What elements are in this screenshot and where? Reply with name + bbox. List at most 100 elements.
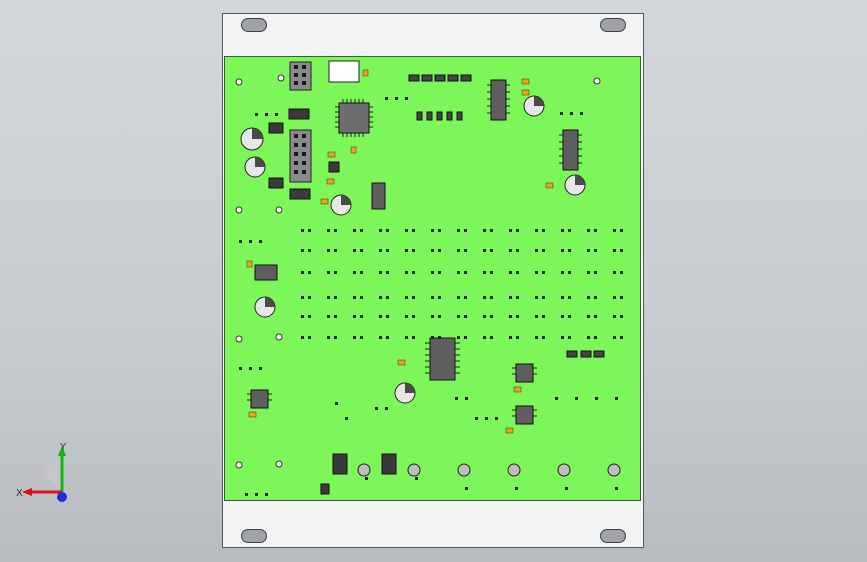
- smd-pad: [464, 249, 467, 252]
- smd-pad: [587, 296, 590, 299]
- smd-pad: [594, 249, 597, 252]
- mounting-slot-bottom-left: [241, 529, 267, 543]
- smd-pad: [379, 336, 382, 339]
- smd-pad: [587, 271, 590, 274]
- smd-pad: [561, 249, 564, 252]
- smd-pad: [568, 296, 571, 299]
- smd-pad: [542, 315, 545, 318]
- smd-pad: [615, 487, 618, 490]
- smd-pad: [334, 229, 337, 232]
- smd-pad: [560, 112, 563, 115]
- smd-pad: [561, 271, 564, 274]
- smd-pad: [334, 315, 337, 318]
- smd-pad: [587, 249, 590, 252]
- smd-pad: [587, 229, 590, 232]
- smd-pad: [334, 271, 337, 274]
- smd-pad: [431, 296, 434, 299]
- smd-pad: [594, 315, 597, 318]
- smd-pad: [535, 315, 538, 318]
- x-axis-label: X: [16, 488, 23, 499]
- smd-pad: [255, 113, 258, 116]
- smd-pad: [365, 477, 368, 480]
- smd-pad: [509, 296, 512, 299]
- smd-pad: [386, 249, 389, 252]
- smd-pad: [405, 296, 408, 299]
- smd-pad: [360, 315, 363, 318]
- coordinate-triad: Y X: [16, 442, 67, 502]
- smd-pad: [457, 249, 460, 252]
- smd-pad: [464, 315, 467, 318]
- mounting-slot-bottom-right: [600, 529, 626, 543]
- smd-pad: [431, 249, 434, 252]
- smd-pad: [580, 112, 583, 115]
- smd-pad: [464, 229, 467, 232]
- smd-pad: [542, 336, 545, 339]
- smd-pad: [568, 249, 571, 252]
- smd-pad: [412, 336, 415, 339]
- smd-pad: [327, 249, 330, 252]
- smd-pad: [412, 296, 415, 299]
- smd-pad: [438, 336, 441, 339]
- smd-pad: [613, 315, 616, 318]
- smd-pad: [405, 315, 408, 318]
- smd-pad: [327, 229, 330, 232]
- smd-pad: [490, 315, 493, 318]
- smd-pad: [249, 240, 252, 243]
- smd-pad: [249, 367, 252, 370]
- smd-pad: [457, 271, 460, 274]
- smd-pad: [255, 493, 258, 496]
- smd-pad: [379, 249, 382, 252]
- smd-pad: [345, 417, 348, 420]
- smd-pad: [457, 315, 460, 318]
- mounting-slot-top-right: [600, 18, 626, 32]
- smd-pad: [620, 336, 623, 339]
- smd-pad: [457, 336, 460, 339]
- smd-pad: [405, 97, 408, 100]
- smd-pad: [239, 367, 242, 370]
- smd-pad: [353, 315, 356, 318]
- smd-pad: [509, 271, 512, 274]
- smd-pad: [385, 407, 388, 410]
- smd-pad: [412, 249, 415, 252]
- y-axis-arrow: [58, 446, 66, 456]
- smd-pad: [308, 296, 311, 299]
- smd-pad: [438, 296, 441, 299]
- smd-pad: [275, 113, 278, 116]
- smd-pad: [483, 296, 486, 299]
- smd-pad: [375, 407, 378, 410]
- smd-pad: [405, 229, 408, 232]
- smd-pad: [386, 296, 389, 299]
- smd-pad: [620, 315, 623, 318]
- smd-pad: [360, 296, 363, 299]
- smd-pad: [353, 296, 356, 299]
- smd-pad: [259, 367, 262, 370]
- smd-pad: [483, 249, 486, 252]
- smd-pad: [405, 271, 408, 274]
- smd-pad: [565, 487, 568, 490]
- pcb-board[interactable]: [224, 56, 641, 501]
- smd-pad: [483, 315, 486, 318]
- smd-pad: [438, 249, 441, 252]
- smd-pad: [561, 336, 564, 339]
- smd-pad: [455, 397, 458, 400]
- smd-pad: [353, 249, 356, 252]
- smd-pad: [327, 336, 330, 339]
- smd-pad: [412, 271, 415, 274]
- smd-pad: [412, 229, 415, 232]
- smd-pad: [620, 249, 623, 252]
- smd-pad: [438, 271, 441, 274]
- smd-pad: [594, 296, 597, 299]
- smd-pad: [516, 336, 519, 339]
- smd-pad: [515, 487, 518, 490]
- smd-pad: [465, 397, 468, 400]
- smd-pad: [490, 336, 493, 339]
- smd-pad: [535, 271, 538, 274]
- smd-pad: [542, 271, 545, 274]
- y-axis-label: Y: [59, 442, 67, 453]
- smd-pad: [516, 271, 519, 274]
- smd-pad: [301, 296, 304, 299]
- smd-pad: [613, 271, 616, 274]
- smd-pad: [301, 271, 304, 274]
- smd-pad: [465, 487, 468, 490]
